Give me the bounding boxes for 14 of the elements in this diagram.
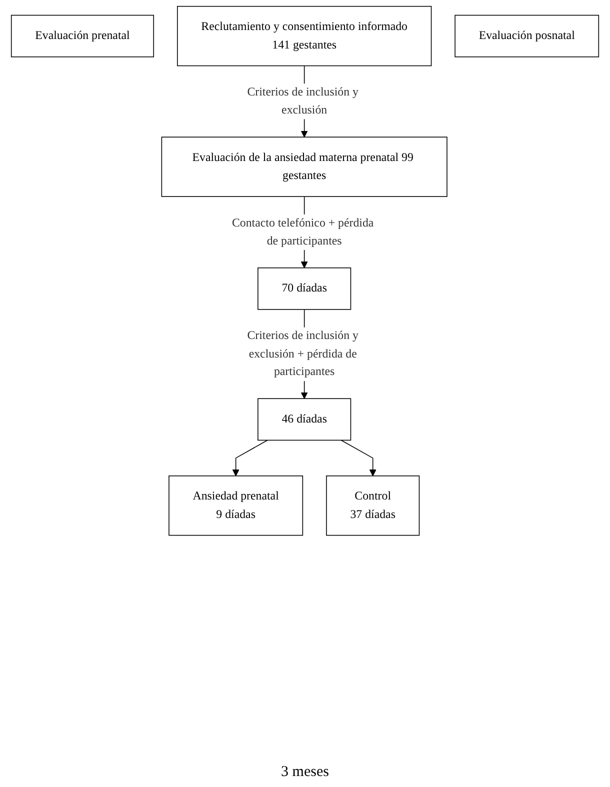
node-box: Evaluación posnatal: [454, 14, 600, 58]
node-box: Evaluación de la ansiedad materna prenatal 99 gestantes: [161, 136, 448, 197]
node-box: Ansiedad prenatal 9 díadas: [168, 475, 304, 536]
node-box: 46 díadas: [258, 398, 352, 441]
edge-label: Criterios de inclusión y exclusión: [247, 86, 358, 116]
node-box: Control 37 díadas: [326, 475, 420, 536]
side-label: 3 meses: [281, 764, 329, 781]
edge-label: Contacto telefónico + pérdida de participantes: [232, 216, 374, 248]
arrow: [340, 440, 376, 476]
node-box: Evaluación prenatal: [10, 14, 154, 58]
edge-label: Criterios de inclusión y exclusión + pérdida de participantes: [247, 330, 358, 378]
node-box: Reclutamiento y consentimiento informado 141 gestantes: [177, 6, 432, 66]
node-box: 70 díadas: [258, 267, 352, 310]
arrow: [232, 440, 268, 476]
